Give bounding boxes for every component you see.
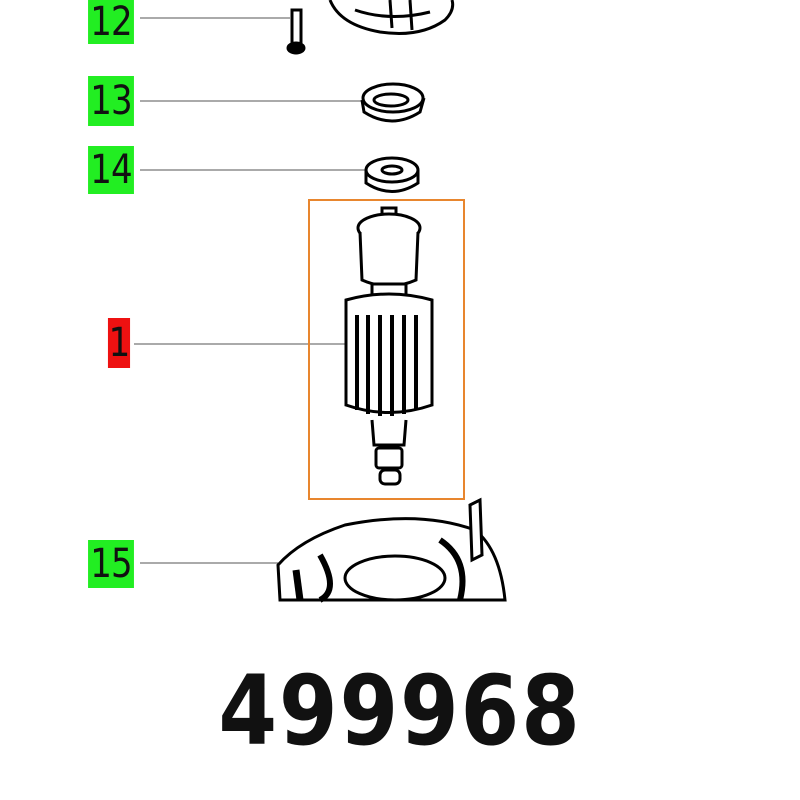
- bearing-part-14: [364, 156, 420, 193]
- callout-label-15[interactable]: 15: [88, 540, 134, 588]
- selected-part-highlight: [308, 199, 465, 500]
- seal-ring-part-13: [360, 82, 426, 123]
- fan-housing-part-15: [276, 497, 507, 603]
- callout-label-12[interactable]: 12: [88, 0, 134, 45]
- callout-label-14[interactable]: 14: [88, 146, 134, 194]
- part-number: 499968: [218, 655, 582, 767]
- callout-label-1[interactable]: 1: [107, 318, 130, 368]
- armature-part-1: [344, 206, 434, 486]
- housing-top-part: [328, 0, 455, 35]
- callout-label-13[interactable]: 13: [88, 76, 134, 126]
- screw-part-12: [286, 8, 306, 55]
